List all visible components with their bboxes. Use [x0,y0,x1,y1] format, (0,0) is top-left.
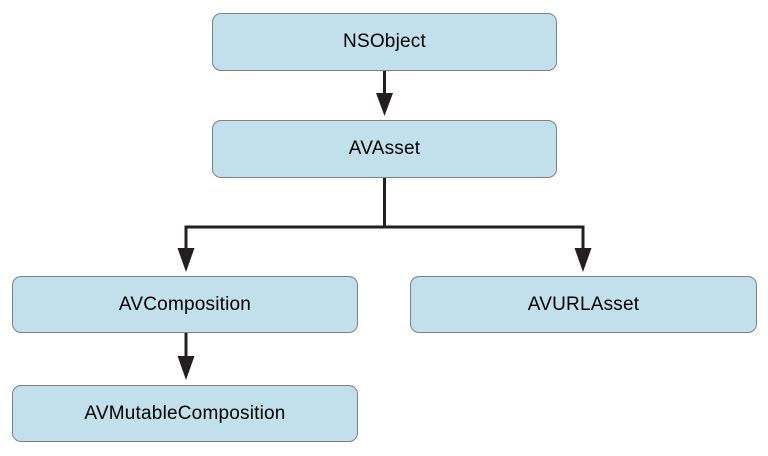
node-nsobject-label: NSObject [343,31,426,52]
node-avmutablecomposition-label: AVMutableComposition [84,402,286,424]
node-avurlasset-label: AVURLAsset [527,293,640,315]
arrowhead-avmutablecomposition [177,356,195,380]
node-avurlasset: AVURLAsset [410,276,757,333]
node-avcomposition-label: AVComposition [118,293,252,315]
node-avmutablecomposition: AVMutableComposition [12,385,358,442]
arrowhead-avcomposition [177,248,195,272]
node-avasset: AVAsset [212,120,557,178]
node-nsobject: NSObject [212,13,557,71]
arrowhead-avasset [376,93,393,116]
node-avasset-label: AVAsset [348,138,421,159]
edge-avasset-branch [184,178,585,250]
node-avcomposition: AVComposition [12,276,358,333]
arrowhead-avurlasset [574,248,592,272]
